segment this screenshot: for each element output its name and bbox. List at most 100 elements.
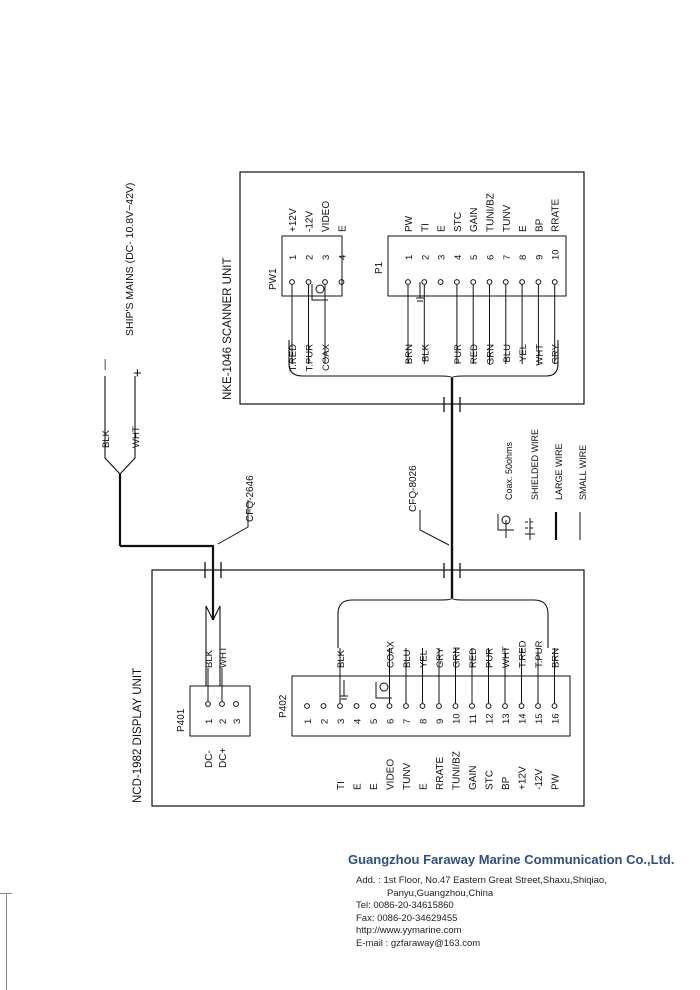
p1-pin-2-terminal	[421, 279, 428, 285]
p1-pin-1-wire-label: BRN	[404, 344, 415, 364]
p402-pin-9-number: 9	[435, 719, 446, 724]
ships-mains-label: SHIP'S MAINS (DC- 10.8V~42V)	[124, 183, 136, 336]
p1-box	[387, 235, 567, 297]
pw1-pin-3-number: 3	[321, 255, 332, 260]
p402-pin-4-number: 4	[353, 719, 364, 724]
p402-pin-12-wire-label: PUR	[485, 648, 496, 668]
pw1-pin-1-number: 1	[288, 255, 299, 260]
pw1-pin-3-wire-label: COAX	[321, 343, 332, 371]
p401-pin-1-function: DC-	[204, 750, 215, 768]
p401-pin-2-wire-label: WHT	[218, 646, 229, 668]
email-link[interactable]: E-mail : gzfaraway@163.com	[356, 937, 481, 949]
p402-pin-4-terminal	[353, 703, 360, 709]
p402-box	[291, 675, 571, 737]
p402-pin-16-wire-label: BRN	[551, 648, 562, 668]
p402-pin-6-function: VIDEO	[386, 759, 397, 790]
p1-pin-8-wire-label: YEL	[518, 344, 529, 362]
mains-blk-label: BLK	[101, 429, 112, 448]
p402-pin-14-wire-label: T.RED	[518, 640, 529, 668]
p402-pin-10-wire-label: GRN	[452, 647, 463, 668]
p402-pin-7-number: 7	[402, 719, 413, 724]
pw1-pin-2-number: 2	[305, 255, 316, 260]
p402-pin-13-number: 13	[501, 713, 512, 724]
p1-pin-7-number: 7	[502, 255, 513, 260]
p1-pin-6-function: TUNI/BZ	[486, 193, 497, 232]
p402-pin-2-number: 2	[320, 719, 331, 724]
p1-pin-5-number: 5	[469, 255, 480, 260]
p402-pin-11-terminal	[469, 703, 475, 709]
mains-wht-label: WHT	[131, 426, 142, 448]
pw1-pin-4-number: 4	[338, 255, 349, 260]
p1-pin-3-function: E	[437, 225, 448, 232]
p1-pin-3-terminal	[437, 279, 444, 285]
p1-pin-10-terminal	[551, 279, 558, 285]
p1-pin-2-wire-label: BLK	[420, 343, 431, 362]
legend-small-label: SMALL WIRE	[578, 445, 588, 500]
p402-pin-5-terminal	[370, 703, 376, 709]
pw1-pin-3-terminal	[322, 279, 328, 285]
pw1-pin-3-function: VIDEO	[321, 201, 332, 232]
p402-pin-16-number: 16	[551, 713, 562, 724]
mains-plus-label: +	[133, 365, 142, 382]
p1-pin-6-wire-label: GRN	[486, 344, 497, 365]
pw1-pin-2-wire-label: T.PUR	[305, 344, 316, 372]
p1-pin-7-function: TUNV	[502, 204, 513, 232]
address-line-1: Add. : 1st Floor, No.47 Eastern Great St…	[356, 875, 607, 886]
p1-pin-3-number: 3	[437, 255, 448, 260]
p402-pin-4-function: E	[353, 783, 364, 790]
tel-line: Tel: 0086-20-34615860	[356, 900, 454, 911]
p402-pin-11-wire-label: RED	[468, 648, 479, 668]
mains-minus-label: —	[99, 359, 111, 370]
p402-name: P402	[278, 694, 289, 718]
p402-pin-8-function: E	[419, 783, 430, 790]
web-link[interactable]: http://www.yymarine.com	[356, 925, 462, 936]
p402-pin-12-terminal	[485, 703, 492, 709]
p402-pin-6-number: 6	[386, 719, 397, 724]
scanner-unit-title: NKE-1046 SCANNER UNIT	[222, 257, 234, 400]
margin-mark	[6, 893, 7, 990]
p402-pin-9-terminal	[436, 703, 442, 709]
p402-pin-1-terminal	[304, 703, 310, 709]
margin-tick	[0, 893, 12, 894]
p1-pin-8-function: E	[518, 225, 529, 232]
p402-pin-11-function: GAIN	[468, 766, 479, 790]
p401-pin-1-wire-label: BLK	[204, 649, 215, 668]
p1-pin-9-function: BP	[534, 218, 545, 232]
p1-pin-9-wire-label: WHT	[534, 344, 545, 366]
p1-pin-7-terminal	[502, 279, 509, 285]
p402-pin-12-function: STC	[485, 770, 496, 790]
pw1-pin-4-function: E	[338, 225, 349, 232]
pw1-pin-1-terminal	[289, 279, 295, 285]
p402-pin-10-terminal	[452, 703, 459, 709]
p402-pin-6-terminal	[386, 703, 393, 709]
p1-pin-4-wire-label: PUR	[453, 344, 464, 364]
p1-pin-6-terminal	[486, 279, 493, 285]
legend: Coax. 50ohms SHIELDED WIRE LARGE WIRE SM…	[497, 429, 588, 540]
p401-pin-2-function: DC+	[218, 748, 229, 768]
p402-pin-14-function: +12V	[518, 766, 529, 790]
p402-pin-15-function: -12V	[534, 769, 545, 790]
p402-pin-10-function: TUNI/BZ	[452, 751, 463, 790]
p402-pin-9-function: RRATE	[435, 757, 446, 790]
p1-pin-10-wire-label: GRY	[551, 343, 562, 364]
p402-pin-6-wire-label: COAX	[386, 640, 397, 668]
p402-pin-8-wire-label: YEL	[419, 650, 430, 668]
p1-name: P1	[374, 261, 385, 274]
p402-pin-3-number: 3	[336, 719, 347, 724]
p401-pin-2-number: 2	[218, 719, 229, 724]
p401-box	[189, 685, 251, 737]
display-unit-box	[151, 569, 585, 807]
p1-pin-5-wire-label: RED	[469, 344, 480, 364]
p1-pin-1-function: PW	[404, 215, 415, 232]
p1-pin-7-wire-label: BLU	[502, 344, 513, 363]
cable-signal-label: CFQ-8026	[408, 465, 419, 512]
p1-pin-5-function: GAIN	[469, 208, 480, 232]
pw1-pin-2-terminal	[305, 279, 312, 285]
p402-pin-1-number: 1	[303, 719, 314, 724]
p402-pin-3-terminal	[337, 703, 343, 709]
p1-pin-9-number: 9	[534, 255, 545, 260]
p401-pin-1-number: 1	[204, 719, 215, 724]
p402-pin-15-wire-label: T.PUR	[534, 640, 545, 668]
p1-pin-6-number: 6	[486, 255, 497, 260]
